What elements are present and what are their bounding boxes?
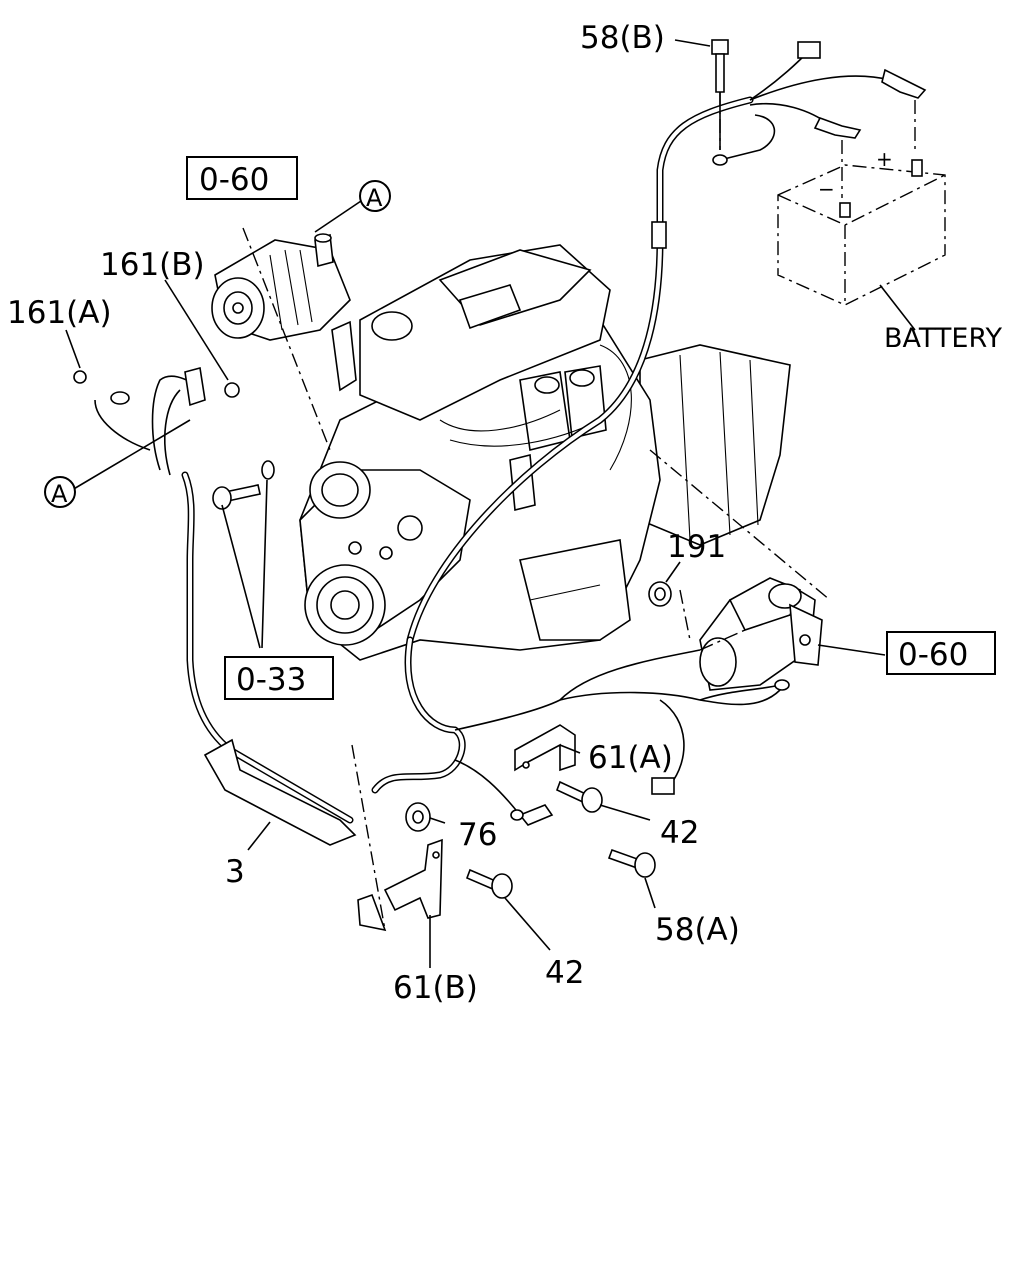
circle-a-left-label: A (51, 480, 68, 508)
label-161b: 161(B) (100, 247, 205, 283)
circle-a-left-marker: A (44, 476, 76, 508)
wiring-harness (73, 41, 927, 824)
label-191: 191 (667, 529, 726, 565)
label-61b: 61(B) (393, 970, 478, 1006)
label-61a: 61(A) (588, 740, 673, 776)
label-3: 3 (225, 854, 245, 890)
bracket-harness-3 (203, 738, 357, 846)
bolt-42-bottom-shape (465, 868, 513, 899)
ref-0-33-label: 0-33 (236, 662, 306, 698)
battery-plus-sign: + (876, 147, 893, 171)
crank-pulley (304, 564, 386, 646)
bolt-42-right-shape (555, 780, 603, 813)
label-161a: 161(A) (7, 295, 112, 331)
ref-box-0-60-top: 0-60 (186, 156, 298, 200)
bolt-58b-shape (711, 39, 729, 93)
ref-0-60-right-label: 0-60 (898, 637, 968, 673)
label-battery: BATTERY (884, 323, 1003, 354)
bolt-58a-shape (510, 804, 656, 878)
battery-minus-sign: − (818, 177, 835, 201)
water-pump-pulley (309, 461, 371, 519)
ref-box-0-60-right: 0-60 (886, 631, 996, 675)
leader-lines (65, 39, 916, 968)
alternator (211, 233, 351, 341)
bracket-61b-shape (357, 838, 443, 932)
label-58b: 58(B) (580, 20, 665, 56)
label-76: 76 (458, 817, 497, 853)
starter-motor (699, 577, 823, 691)
bolt-0-33-shape (212, 460, 275, 510)
label-58a: 58(A) (655, 912, 740, 948)
circle-a-top-label: A (366, 184, 383, 212)
engine-block (299, 244, 791, 661)
bracket-61a-shape (514, 724, 576, 772)
circle-a-top-marker: A (359, 180, 391, 212)
battery: + − (777, 147, 946, 306)
grommet-76-shape (405, 802, 431, 832)
nut-191-shape (648, 581, 672, 607)
ref-0-60-top-label: 0-60 (199, 162, 269, 198)
ref-box-0-33: 0-33 (224, 656, 334, 700)
label-42-right: 42 (660, 815, 699, 851)
label-42-bottom: 42 (545, 955, 584, 991)
